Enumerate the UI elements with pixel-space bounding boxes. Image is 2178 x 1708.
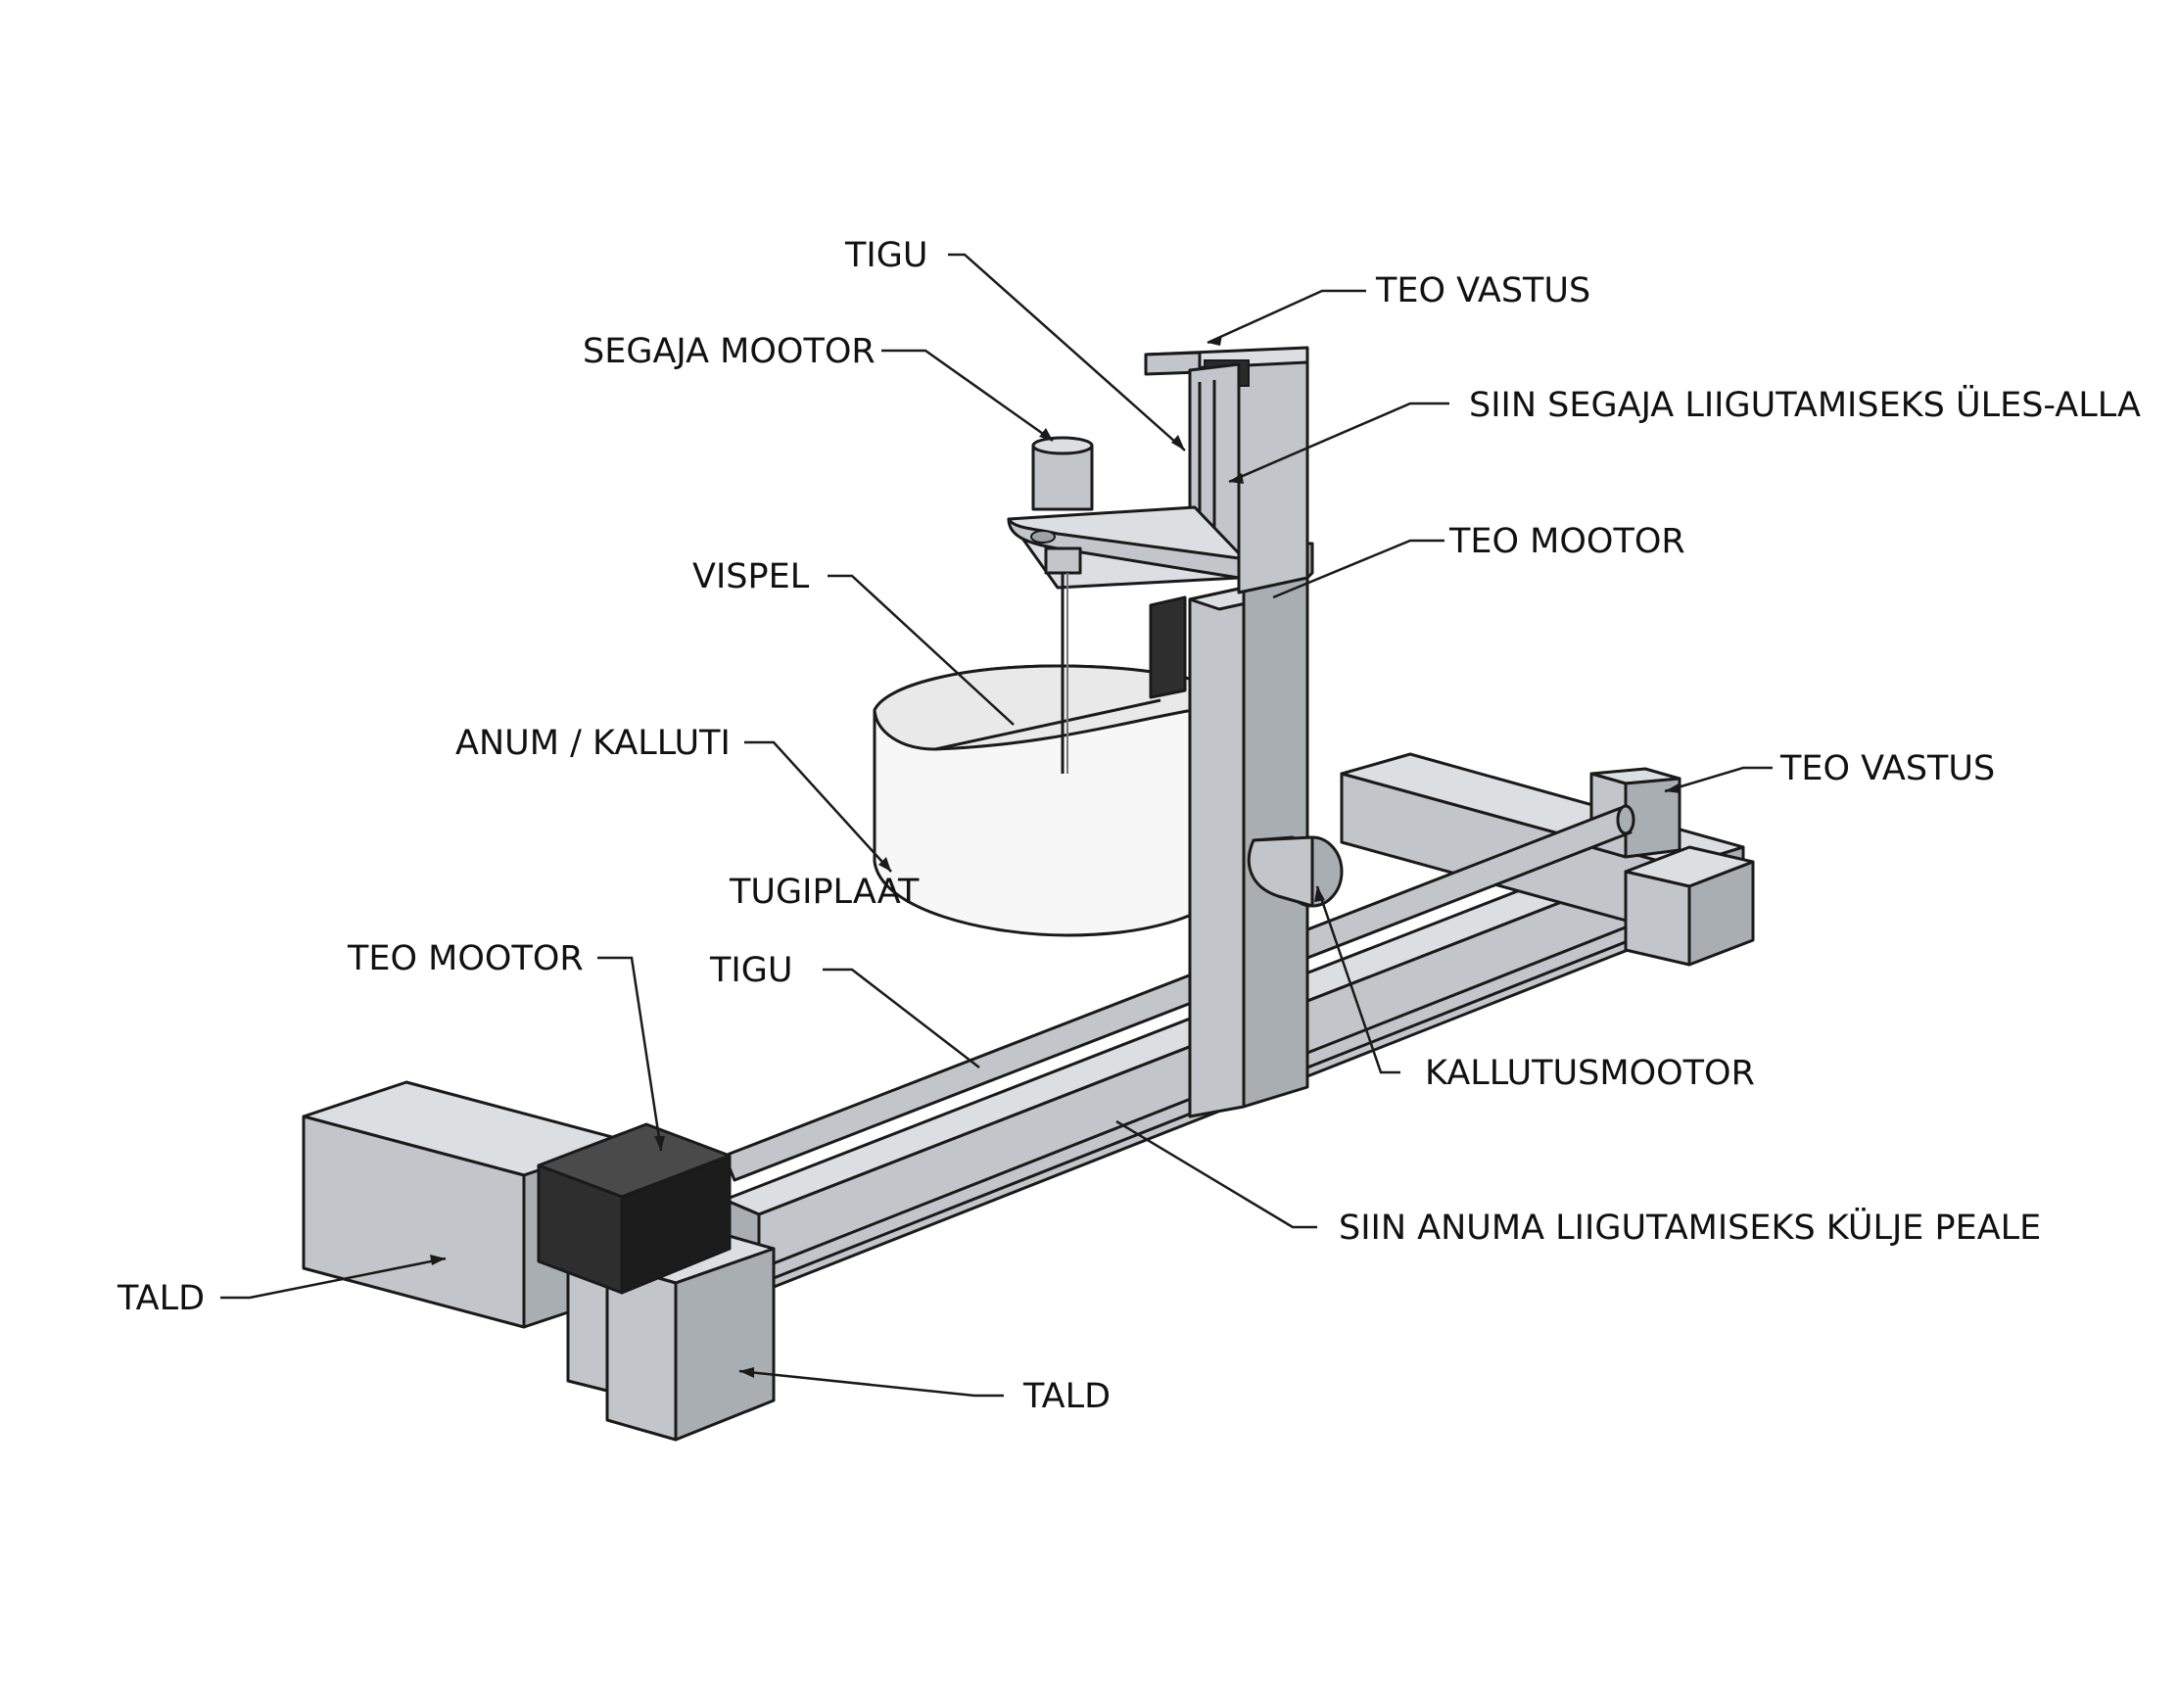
label-tugiplaat: TUGIPLAAT	[729, 873, 920, 912]
label-anum-kalluti: ANUM / KALLUTI	[455, 724, 731, 763]
right-front-foot	[1624, 845, 1755, 967]
label-teo-mootor-top: TEO MOOTOR	[1448, 522, 1685, 561]
label-vispel: VISPEL	[692, 557, 810, 596]
label-siin-segaja: SIIN SEGAJA LIIGUTAMISEKS ÜLES-ALLA	[1469, 384, 2141, 425]
bowl	[873, 664, 1244, 937]
label-siin-anuma: SIIN ANUMA LIIGUTAMISEKS KÜLJE PEALE	[1339, 1207, 2041, 1248]
leader-lines	[220, 253, 1773, 1398]
vertical-actuator	[1149, 595, 1187, 699]
label-teo-vastus-top: TEO VASTUS	[1375, 271, 1590, 310]
left-screw-motor	[537, 1122, 732, 1295]
label-segaja-mootor: SEGAJA MOOTOR	[583, 332, 876, 371]
label-tald-left: TALD	[117, 1279, 205, 1318]
label-tigu-mid: TIGU	[709, 951, 792, 990]
mixer-arm	[1007, 505, 1241, 590]
label-teo-mootor-left: TEO MOOTOR	[347, 939, 584, 978]
labels: TIGU TEO VASTUS SEGAJA MOOTOR SIIN SEGAJ…	[117, 236, 2141, 1416]
label-tald-bottom: TALD	[1022, 1377, 1111, 1416]
horizontal-screw	[723, 804, 1635, 1182]
label-teo-vastus-right: TEO VASTUS	[1779, 749, 1995, 788]
mixer-motor	[1031, 436, 1094, 774]
vertical-column	[1144, 346, 1314, 1118]
label-tigu-top: TIGU	[844, 236, 927, 275]
label-kallutusmootor: KALLUTUSMOOTOR	[1425, 1054, 1755, 1093]
tilt-motor	[1247, 835, 1344, 908]
